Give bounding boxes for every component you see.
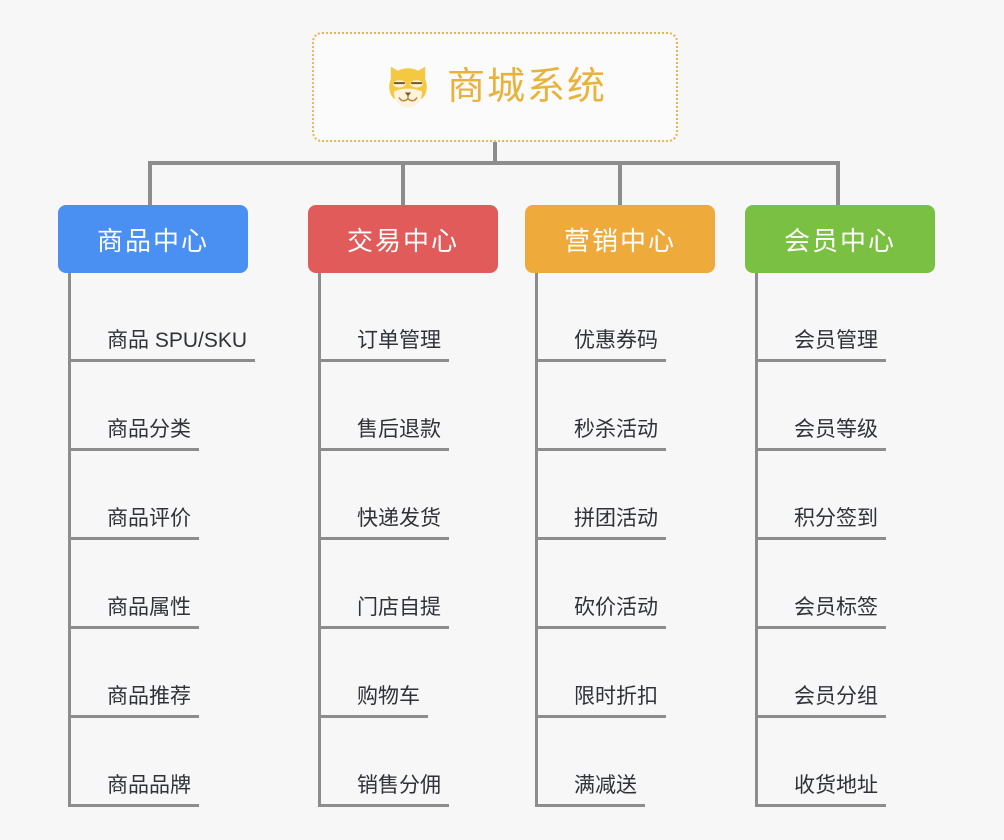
connector-drop-1 (148, 161, 152, 205)
leaf-item[interactable]: 商品推荐 (68, 629, 248, 718)
leaf-item[interactable]: 秒杀活动 (535, 362, 715, 451)
leaf-label: 拼团活动 (566, 507, 666, 540)
leaf-label: 快递发货 (349, 507, 449, 540)
leaf-connector-rule (318, 448, 349, 451)
leaf-label: 门店自提 (349, 596, 449, 629)
leaf-label: 商品推荐 (99, 685, 199, 718)
leaf-connector-rule (755, 359, 786, 362)
leaf-item[interactable]: 优惠券码 (535, 273, 715, 362)
category-box[interactable]: 交易中心 (308, 205, 498, 273)
leaf-connector-rule (755, 537, 786, 540)
leaf-label: 收货地址 (786, 774, 886, 807)
leaf-list: 商品 SPU/SKU 商品分类商品评价商品属性商品推荐商品品牌 (68, 273, 256, 807)
leaf-label: 限时折扣 (566, 685, 666, 718)
connector-root-stub (493, 142, 497, 163)
branch-column-1: 商品中心商品 SPU/SKU 商品分类商品评价商品属性商品推荐商品品牌 (58, 205, 256, 807)
leaf-label: 秒杀活动 (566, 418, 666, 451)
leaf-list: 优惠券码秒杀活动拼团活动砍价活动限时折扣满减送 (535, 273, 715, 807)
leaf-item[interactable]: 满减送 (535, 718, 715, 807)
leaf-label: 会员管理 (786, 329, 886, 362)
branch-column-3: 营销中心优惠券码秒杀活动拼团活动砍价活动限时折扣满减送 (525, 205, 715, 807)
connector-drop-3 (618, 161, 622, 205)
leaf-label: 商品分类 (99, 418, 199, 451)
leaf-item[interactable]: 限时折扣 (535, 629, 715, 718)
leaf-label: 积分签到 (786, 507, 886, 540)
shiba-dog-icon (389, 66, 427, 108)
branch-column-4: 会员中心会员管理会员等级积分签到会员标签会员分组收货地址 (745, 205, 935, 807)
leaf-connector-rule (68, 448, 99, 451)
leaf-connector-rule (68, 537, 99, 540)
leaf-connector-rule (68, 715, 99, 718)
leaf-connector-rule (318, 537, 349, 540)
leaf-label: 购物车 (349, 685, 428, 718)
category-label: 商品中心 (96, 225, 209, 256)
leaf-connector-rule (318, 626, 349, 629)
leaf-item[interactable]: 收货地址 (755, 718, 935, 807)
leaf-item[interactable]: 商品品牌 (68, 718, 248, 807)
leaf-item[interactable]: 商品 SPU/SKU (68, 273, 256, 362)
leaf-item[interactable]: 会员等级 (755, 362, 935, 451)
leaf-connector-rule (755, 448, 786, 451)
leaf-connector-rule (535, 359, 566, 362)
category-label: 交易中心 (346, 225, 459, 256)
leaf-item[interactable]: 售后退款 (318, 362, 498, 451)
leaf-label: 商品评价 (99, 507, 199, 540)
leaf-item[interactable]: 会员管理 (755, 273, 935, 362)
category-box[interactable]: 营销中心 (525, 205, 715, 273)
category-box[interactable]: 商品中心 (58, 205, 248, 273)
leaf-item[interactable]: 门店自提 (318, 540, 498, 629)
branch-column-2: 交易中心订单管理售后退款快递发货门店自提购物车销售分佣 (308, 205, 498, 807)
leaf-item[interactable]: 商品属性 (68, 540, 248, 629)
leaf-connector-rule (318, 715, 349, 718)
leaf-connector-rule (68, 804, 99, 807)
leaf-connector-rule (755, 626, 786, 629)
leaf-connector-rule (535, 626, 566, 629)
leaf-label: 满减送 (566, 774, 645, 807)
root-title: 商城系统 (446, 66, 607, 108)
leaf-connector-rule (68, 626, 99, 629)
leaf-label: 销售分佣 (349, 774, 449, 807)
leaf-label: 售后退款 (349, 418, 449, 451)
leaf-item[interactable]: 会员标签 (755, 540, 935, 629)
leaf-item[interactable]: 积分签到 (755, 451, 935, 540)
leaf-label: 砍价活动 (566, 596, 666, 629)
leaf-label: 优惠券码 (566, 329, 666, 362)
leaf-item[interactable]: 会员分组 (755, 629, 935, 718)
leaf-item[interactable]: 砍价活动 (535, 540, 715, 629)
leaf-item[interactable]: 商品评价 (68, 451, 248, 540)
category-box[interactable]: 会员中心 (745, 205, 935, 273)
leaf-connector-rule (535, 715, 566, 718)
leaf-connector-rule (535, 804, 566, 807)
leaf-label: 会员等级 (786, 418, 886, 451)
leaf-item[interactable]: 订单管理 (318, 273, 498, 362)
leaf-list: 订单管理售后退款快递发货门店自提购物车销售分佣 (318, 273, 498, 807)
leaf-label: 订单管理 (349, 329, 449, 362)
leaf-item[interactable]: 销售分佣 (318, 718, 498, 807)
leaf-connector-rule (318, 359, 349, 362)
leaf-connector-rule (68, 359, 99, 362)
leaf-connector-rule (535, 448, 566, 451)
leaf-label: 会员标签 (786, 596, 886, 629)
category-label: 营销中心 (563, 225, 676, 256)
root-node[interactable]: 商城系统 (312, 32, 678, 142)
leaf-connector-rule (755, 715, 786, 718)
connector-drop-4 (836, 161, 840, 205)
leaf-label: 会员分组 (786, 685, 886, 718)
leaf-list: 会员管理会员等级积分签到会员标签会员分组收货地址 (755, 273, 935, 807)
leaf-connector-rule (318, 804, 349, 807)
leaf-connector-rule (535, 537, 566, 540)
connector-drop-2 (401, 161, 405, 205)
connector-horizontal-bus (148, 161, 840, 165)
leaf-label: 商品属性 (99, 596, 199, 629)
category-label: 会员中心 (783, 225, 896, 256)
leaf-connector-rule (755, 804, 786, 807)
leaf-item[interactable]: 商品分类 (68, 362, 248, 451)
leaf-item[interactable]: 购物车 (318, 629, 498, 718)
leaf-label: 商品 SPU/SKU (99, 329, 256, 362)
leaf-label: 商品品牌 (99, 774, 199, 807)
leaf-item[interactable]: 快递发货 (318, 451, 498, 540)
leaf-item[interactable]: 拼团活动 (535, 451, 715, 540)
